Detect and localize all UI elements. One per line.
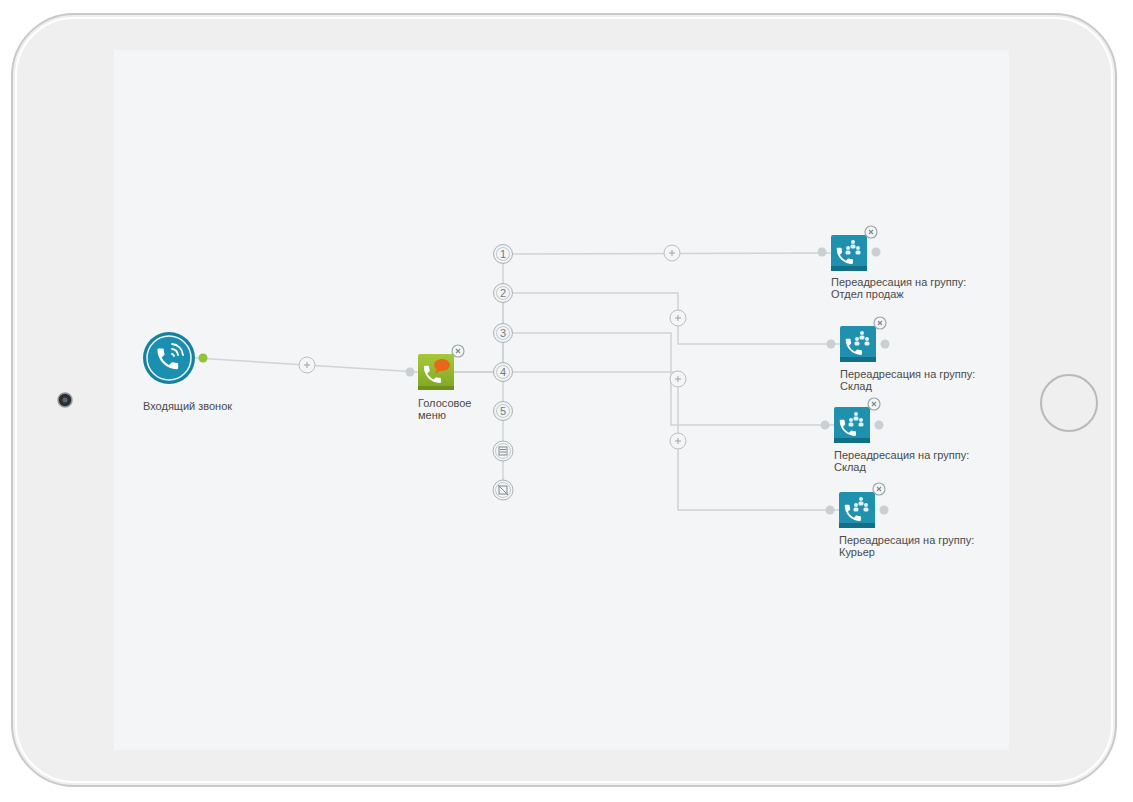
group-forward-node: Переадресация на группу: Отдел продаж xyxy=(831,235,867,271)
connector xyxy=(513,333,834,425)
option-number: 1 xyxy=(500,249,506,260)
add-button-plus xyxy=(304,250,681,444)
remove-badge xyxy=(873,316,887,334)
node-label: Голосовое меню xyxy=(418,397,480,421)
node-label: Входящий звонок xyxy=(143,400,253,412)
group-forward-icon xyxy=(840,326,876,362)
node-icon xyxy=(840,326,876,366)
connector xyxy=(195,358,418,372)
node-icon xyxy=(143,332,195,388)
node-label: Переадресация на группу: Отдел продаж xyxy=(831,276,971,300)
connector xyxy=(513,293,840,344)
option-number: 3 xyxy=(500,328,506,339)
menu-timeout-option xyxy=(493,480,513,500)
add-button xyxy=(670,310,686,326)
option-number: 4 xyxy=(500,367,506,378)
add-button xyxy=(670,371,686,387)
remove-badge xyxy=(872,482,886,500)
tablet-body xyxy=(12,14,1116,786)
node-label: Переадресация на группу: Курьер xyxy=(839,534,979,558)
menu-option-circle: 2 xyxy=(493,283,513,303)
add-button xyxy=(664,245,680,261)
connection-ports xyxy=(406,248,890,515)
camera-lens xyxy=(63,398,68,403)
option-number: 5 xyxy=(500,406,506,417)
add-button xyxy=(670,433,686,449)
group-forward-node: Переадресация на группу: Курьер xyxy=(839,492,875,528)
menu-option-circle: 4 xyxy=(493,362,513,382)
node-icon xyxy=(834,407,870,447)
remove-badge xyxy=(451,344,465,362)
group-forward-icon xyxy=(839,492,875,528)
tablet-bezel-highlight xyxy=(16,18,1112,782)
menu-option-circle: 1 xyxy=(493,244,513,264)
menu-option-circle: 5 xyxy=(493,401,513,421)
option-number: 2 xyxy=(500,288,506,299)
voice-menu-icon xyxy=(418,354,454,390)
group-forward-icon xyxy=(834,407,870,443)
voice-menu-node: Голосовое меню xyxy=(418,354,454,390)
remove-badge xyxy=(864,225,878,243)
group-forward-icon xyxy=(831,235,867,271)
menu-extra-option xyxy=(493,441,513,461)
home-button xyxy=(1041,375,1097,431)
tablet-camera xyxy=(58,393,72,407)
tablet-screen xyxy=(114,50,1009,750)
node-icon xyxy=(839,492,875,532)
connector xyxy=(513,372,839,510)
remove-badge xyxy=(867,397,881,415)
output-port xyxy=(199,354,208,363)
node-label: Переадресация на группу: Склад xyxy=(834,449,974,473)
menu-option-circle: 3 xyxy=(493,323,513,343)
node-label: Переадресация на группу: Склад xyxy=(840,368,980,392)
add-button xyxy=(299,357,315,373)
node-icon xyxy=(418,354,454,394)
node-icon xyxy=(831,235,867,275)
add-step-buttons xyxy=(299,245,686,449)
group-forward-node: Переадресация на группу: Склад xyxy=(834,407,870,443)
incoming-call-node: Входящий звонок xyxy=(143,332,195,384)
group-forward-node: Переадресация на группу: Склад xyxy=(840,326,876,362)
incoming-call-icon xyxy=(143,332,195,384)
